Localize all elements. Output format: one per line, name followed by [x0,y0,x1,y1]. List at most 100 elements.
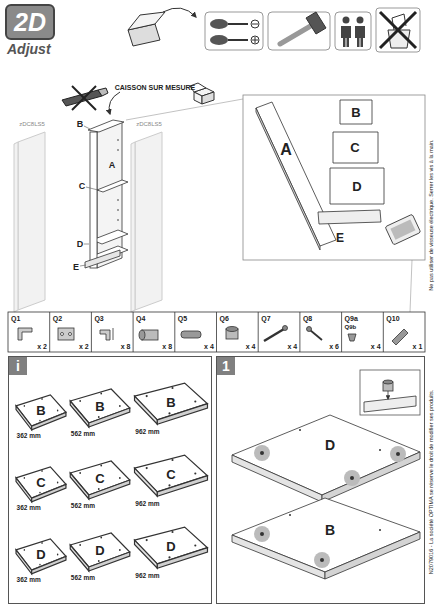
hardware-code: Q9a [345,315,358,322]
two-people-icon [355,26,365,47]
hole [119,549,121,551]
part-letter: C [79,182,86,191]
parts-overview [318,210,381,224]
hardware-code: Q6 [220,315,229,322]
hardware-icons [69,333,72,336]
no-cutter-icon [98,88,108,96]
toolbox-icon [128,12,165,30]
hole [119,405,121,407]
hole [98,560,100,562]
board [232,415,420,579]
screwdriver-icon [205,12,263,50]
note: CAISSON SUR MESURE [115,84,196,91]
panel-face [16,395,66,426]
hardware-code: Q9b [345,324,357,330]
part-letter: A [109,161,116,170]
part-letter: E [73,263,79,272]
cabinet [97,180,128,192]
part-letter: B [351,106,360,119]
part-letter: B [166,395,175,408]
hammer-icon [280,24,314,44]
panel-face [157,476,207,497]
hole [171,387,173,389]
quantity: x 4 [204,343,214,350]
info-panel: iB362 mmB562 mmB962 mmC362 mmC562 mmC962… [8,356,212,604]
two-people-icon [341,26,351,47]
two-people-icon [357,17,364,24]
faded-side-panel [18,132,45,310]
hardware-icons [18,328,32,340]
quantity: x 6 [329,343,339,350]
hole [41,470,42,472]
leader-line [86,187,98,190]
no-cutter-icon [62,90,102,106]
hardware-code: Q1 [11,315,20,322]
dimension: 962 mm [135,501,159,508]
no-cutter-icon [72,86,96,110]
part-letter: D [95,544,104,557]
panel-header: 1 [217,357,235,375]
quantity: x 4 [371,343,381,350]
hardware-icons [283,326,288,331]
parts-overview [243,95,425,260]
panel-face [89,408,130,427]
parts-overview [385,214,421,245]
panel-face [16,539,66,570]
part-letter: B [325,523,335,537]
hole [98,488,100,490]
part-letter: D [352,180,361,193]
panel-face [157,404,207,425]
screwdriver-icon [210,19,228,29]
panel-face [70,461,130,495]
cabinet [117,219,119,221]
panel-shape: C962 mm [133,453,209,507]
hole [171,459,173,461]
panel-face [89,552,130,571]
hardware-code: Q4 [136,315,145,322]
toolbox-icon [163,8,196,17]
hole [146,395,148,397]
panel-face [135,468,158,496]
panel-face [135,540,158,568]
part-letter: B [77,120,84,129]
screwdriver-icon [228,23,248,25]
panel-face [135,383,208,420]
panel-face [135,396,158,424]
fitting-highlight [254,445,270,461]
part-letter: D [166,539,175,552]
part-letter: E [336,232,344,244]
toolbox-icon [128,8,196,46]
screwdriver-icon [228,39,248,41]
cabinet [92,230,128,244]
hole [24,477,25,479]
hole [79,400,81,402]
panel-face [135,455,208,492]
hole [168,412,170,414]
no-power-tool-icon [380,12,416,48]
hole [168,556,170,558]
hardware-icons [307,327,312,332]
panel-shape: B962 mm [133,381,209,435]
hole [41,542,42,544]
hole [100,537,102,539]
fitting-highlight [254,526,270,542]
side-note: N2079016 - La société OPTIMA se réserve … [429,390,435,574]
panel-header: i [9,357,27,375]
side-note: Ne pas utiliser de visseuse électrique. … [429,139,435,290]
board [232,535,325,579]
box-icon [194,92,202,104]
hole [119,477,121,479]
detail-inset [360,370,420,415]
part-letter: D [77,240,84,249]
screwdriver-icon [255,37,256,43]
hardware-icons [226,327,238,332]
hole [57,554,58,556]
screwdriver-icon [251,36,259,44]
part-letter: B [95,400,104,413]
no-power-tool-icon [376,8,420,52]
panel-shape: D362 mm [15,537,67,583]
panel-shape: B562 mm [69,387,131,437]
hole [299,429,301,431]
hole [100,393,102,395]
